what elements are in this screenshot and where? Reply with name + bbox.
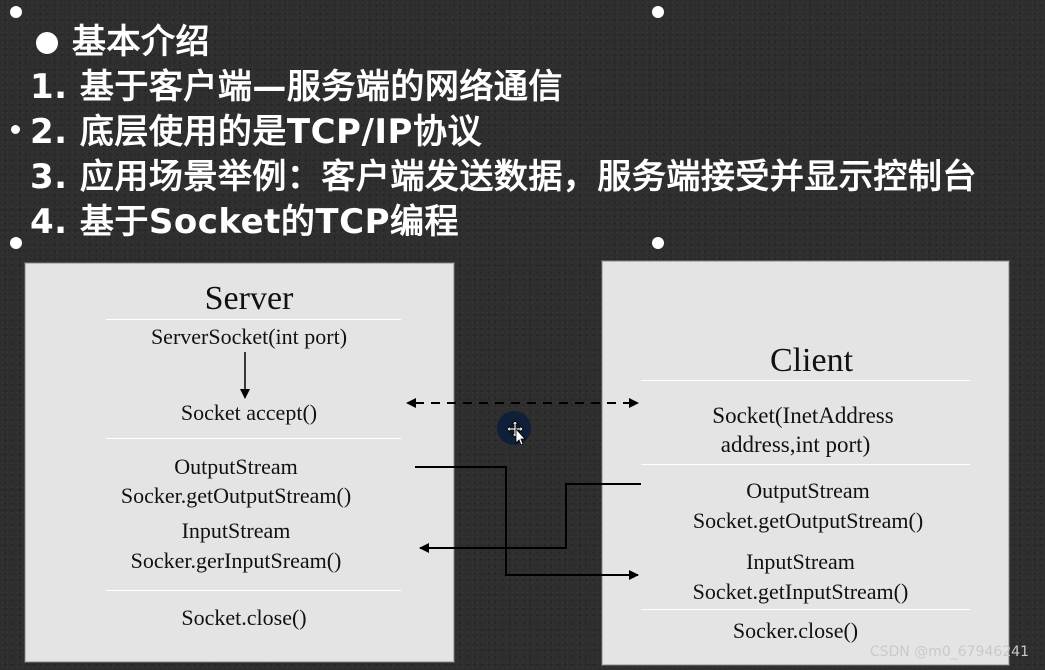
intro-text-box[interactable]: 基本介绍 1. 基于客户端—服务端的网络通信 2. 底层使用的是TCP/IP协议…: [30, 20, 977, 245]
server-socket-label: ServerSocket(int port): [150, 324, 348, 349]
intro-item-4: 4. 基于Socket的TCP编程: [30, 202, 459, 242]
server-box: Server ServerSocket(int port) Socket acc…: [25, 263, 454, 662]
client-output-stream-label: OutputStream: [746, 478, 870, 503]
client-to-server-stream-arrow: [419, 483, 641, 553]
client-title-divider: [641, 380, 970, 381]
server-output-method-label: Socker.getOutputStream(): [120, 483, 352, 508]
csdn-watermark: CSDN @m0_67946241: [869, 644, 1029, 660]
server-accept-label: Socket accept(): [180, 400, 318, 425]
client-socket-divider: [641, 464, 970, 465]
client-input-method-label: Socket.getInputStream(): [692, 579, 909, 604]
intro-heading: 基本介绍: [30, 20, 977, 65]
server-close-label: Socket.close(): [181, 605, 307, 630]
client-output-method-label: Socket.getOutputStream(): [692, 508, 924, 533]
client-socket-line2: address,int port): [720, 432, 871, 457]
intro-item-1: 1. 基于客户端—服务端的网络通信: [30, 67, 563, 107]
intro-item-3: 3. 应用场景举例：客户端发送数据，服务端接受并显示控制台: [30, 157, 977, 197]
client-close-label: Socker.close(): [732, 618, 859, 643]
selection-handle-bottom-middle[interactable]: [652, 237, 664, 249]
client-close-divider: [641, 609, 970, 610]
bullet-icon: [36, 32, 58, 54]
server-accept-divider: [106, 438, 401, 439]
client-input-stream-label: InputStream: [746, 549, 855, 574]
server-title-divider: [106, 319, 401, 320]
server-output-stream-label: OutputStream: [174, 454, 298, 479]
intro-heading-text: 基本介绍: [72, 22, 210, 62]
selection-handle-bottom-left[interactable]: [10, 237, 22, 249]
server-title: Server: [204, 280, 294, 317]
selection-handle-top-middle[interactable]: [652, 6, 664, 18]
selection-handle-top-left[interactable]: [10, 6, 22, 18]
server-input-stream-label: InputStream: [181, 518, 291, 543]
move-cursor-icon: [506, 420, 526, 445]
server-to-client-stream-arrow: [415, 466, 639, 580]
server-close-divider: [106, 590, 401, 591]
client-box: Client Socket(InetAddress address,int po…: [602, 261, 1009, 665]
selection-handle-left-middle[interactable]: [11, 125, 20, 134]
server-input-method-label: Socker.gerInputSream(): [130, 548, 342, 573]
client-title: Client: [769, 342, 854, 379]
client-socket-line1: Socket(InetAddress: [712, 403, 894, 428]
intro-item-2: 2. 底层使用的是TCP/IP协议: [30, 112, 482, 152]
